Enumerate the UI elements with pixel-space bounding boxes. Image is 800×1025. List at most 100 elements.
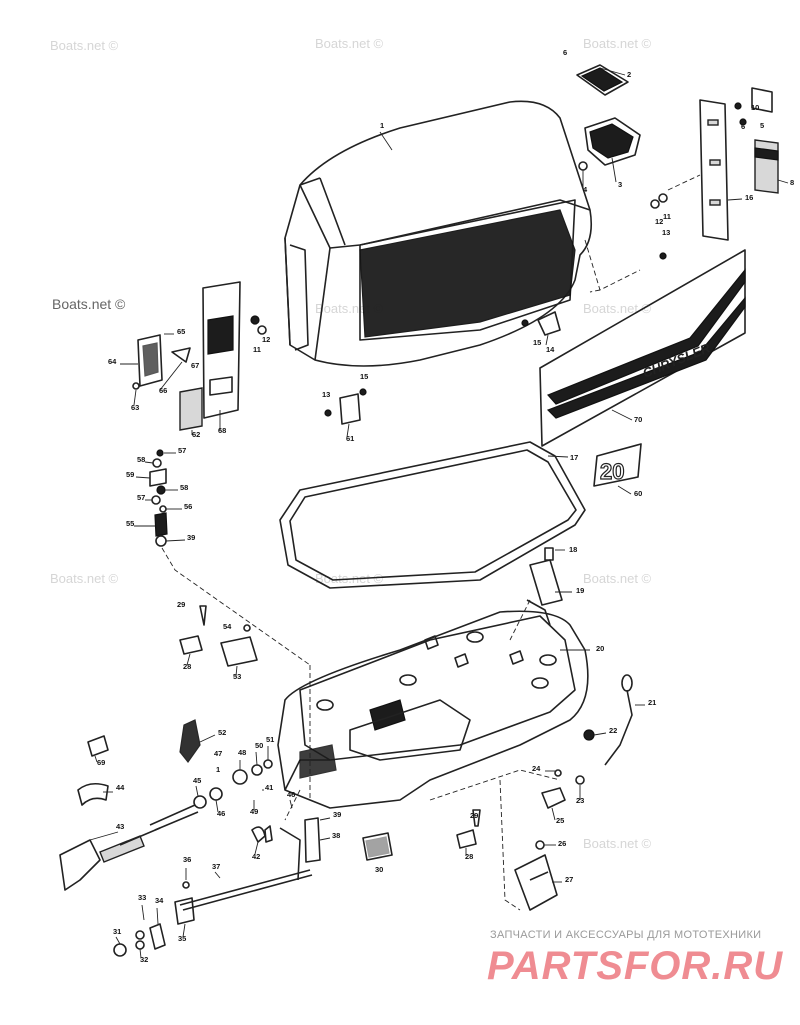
callout-24: 24 — [532, 764, 541, 773]
callout-16: 16 — [745, 193, 753, 202]
callout-5: 5 — [760, 121, 764, 130]
callout-15: 15 — [533, 338, 541, 347]
callout-49: 49 — [250, 807, 258, 816]
latch-bracket-parts — [521, 64, 789, 346]
callout-38: 38 — [332, 831, 340, 840]
callout-59: 59 — [126, 470, 134, 479]
callout-55: 55 — [126, 519, 134, 528]
callout-23: 23 — [576, 796, 584, 805]
callout-15: 15 — [360, 372, 368, 381]
callout-3: 3 — [618, 180, 622, 189]
watermark: Boats.net © — [50, 571, 119, 586]
callout-62: 62 — [192, 430, 200, 439]
cowl-number-decal: 20 — [593, 443, 642, 495]
callout-58: 58 — [137, 455, 145, 464]
callout-47: 47 — [214, 749, 222, 758]
callout-67: 67 — [191, 361, 199, 370]
callout-26: 26 — [558, 839, 566, 848]
callout-58: 58 — [180, 483, 188, 492]
watermark-layer: Boats.net © Boats.net © Boats.net © Boats.n… — [50, 36, 652, 851]
callout-43: 43 — [116, 822, 124, 831]
watermark: Boats.net © — [583, 36, 652, 51]
callout-1: 1 — [216, 765, 220, 774]
engine-cover-top — [284, 100, 593, 367]
cowl-number: 20 — [600, 459, 624, 484]
bracket-27 — [499, 779, 562, 911]
leader-dash — [589, 289, 601, 293]
callout-28: 28 — [465, 852, 473, 861]
callout-41: 41 — [265, 783, 273, 792]
bracket-19 — [509, 547, 572, 641]
clip-plate-left — [179, 605, 258, 677]
callout-50: 50 — [255, 741, 263, 750]
callout-39: 39 — [187, 533, 195, 542]
callout-57: 57 — [137, 493, 145, 502]
bottom-cowl — [277, 610, 590, 809]
callout-64: 64 — [108, 357, 117, 366]
callout-42: 42 — [252, 852, 260, 861]
watermark-dark: Boats.net © — [52, 296, 126, 312]
callout-29: 29 — [177, 600, 185, 609]
callout-53: 53 — [233, 672, 241, 681]
rod-21 — [583, 674, 645, 766]
latch-stack — [134, 449, 311, 666]
linkage-assembly — [59, 665, 331, 959]
callout-31: 31 — [113, 927, 121, 936]
callout-19: 19 — [576, 586, 584, 595]
callout-10: 10 — [751, 103, 759, 112]
callout-35: 35 — [178, 934, 186, 943]
footer-tagline: ЗАПЧАСТИ И АКСЕССУАРЫ ДЛЯ МОТОТЕХНИКИ — [490, 929, 762, 941]
watermark: Boats.net © — [583, 301, 652, 316]
callout-60: 60 — [634, 489, 642, 498]
callout-6: 6 — [741, 122, 745, 131]
callout-48: 48 — [238, 748, 246, 757]
callout-12: 12 — [655, 217, 663, 226]
callout-28: 28 — [183, 662, 191, 671]
callout-52: 52 — [218, 728, 226, 737]
callout-54: 54 — [223, 622, 232, 631]
callout-36: 36 — [183, 855, 191, 864]
callout-6: 6 — [563, 48, 567, 57]
callout-61: 61 — [346, 434, 354, 443]
callout-51: 51 — [266, 735, 274, 744]
callout-34: 34 — [155, 896, 164, 905]
pad-30 — [362, 832, 393, 861]
callout-37: 37 — [212, 862, 220, 871]
callout-27: 27 — [565, 875, 573, 884]
callout-17: 17 — [570, 453, 578, 462]
callout-30: 30 — [375, 865, 383, 874]
latch-assembly-left — [120, 281, 267, 435]
callout-68: 68 — [218, 426, 226, 435]
footer-logo: PARTSFOR.RU — [487, 944, 784, 988]
callout-46: 46 — [287, 790, 295, 799]
callout-63: 63 — [131, 403, 139, 412]
callout-8: 8 — [790, 178, 794, 187]
callout-11: 11 — [663, 212, 671, 221]
callout-13: 13 — [322, 390, 330, 399]
watermark: Boats.net © — [583, 571, 652, 586]
callout-4: 4 — [583, 185, 588, 194]
callout-57: 57 — [178, 446, 186, 455]
watermark: Boats.net © — [583, 836, 652, 851]
watermark: Boats.net © — [315, 36, 384, 51]
callout-2: 2 — [627, 70, 631, 79]
callout-11: 11 — [253, 345, 261, 354]
callout-46: 46 — [217, 809, 225, 818]
callout-29: 29 — [470, 811, 478, 820]
callout-65: 65 — [177, 327, 185, 336]
callout-70: 70 — [634, 415, 642, 424]
callout-1: 1 — [380, 121, 384, 130]
seal-gasket — [279, 441, 586, 589]
callout-66: 66 — [159, 386, 167, 395]
callout-56: 56 — [184, 502, 192, 511]
callout-32: 32 — [140, 955, 148, 964]
callout-21: 21 — [648, 698, 656, 707]
callout-69: 69 — [97, 758, 105, 767]
callout-12: 12 — [262, 335, 270, 344]
callout-22: 22 — [609, 726, 617, 735]
callout-25: 25 — [556, 816, 564, 825]
callout-14: 14 — [546, 345, 555, 354]
clip-28-right — [456, 809, 481, 856]
